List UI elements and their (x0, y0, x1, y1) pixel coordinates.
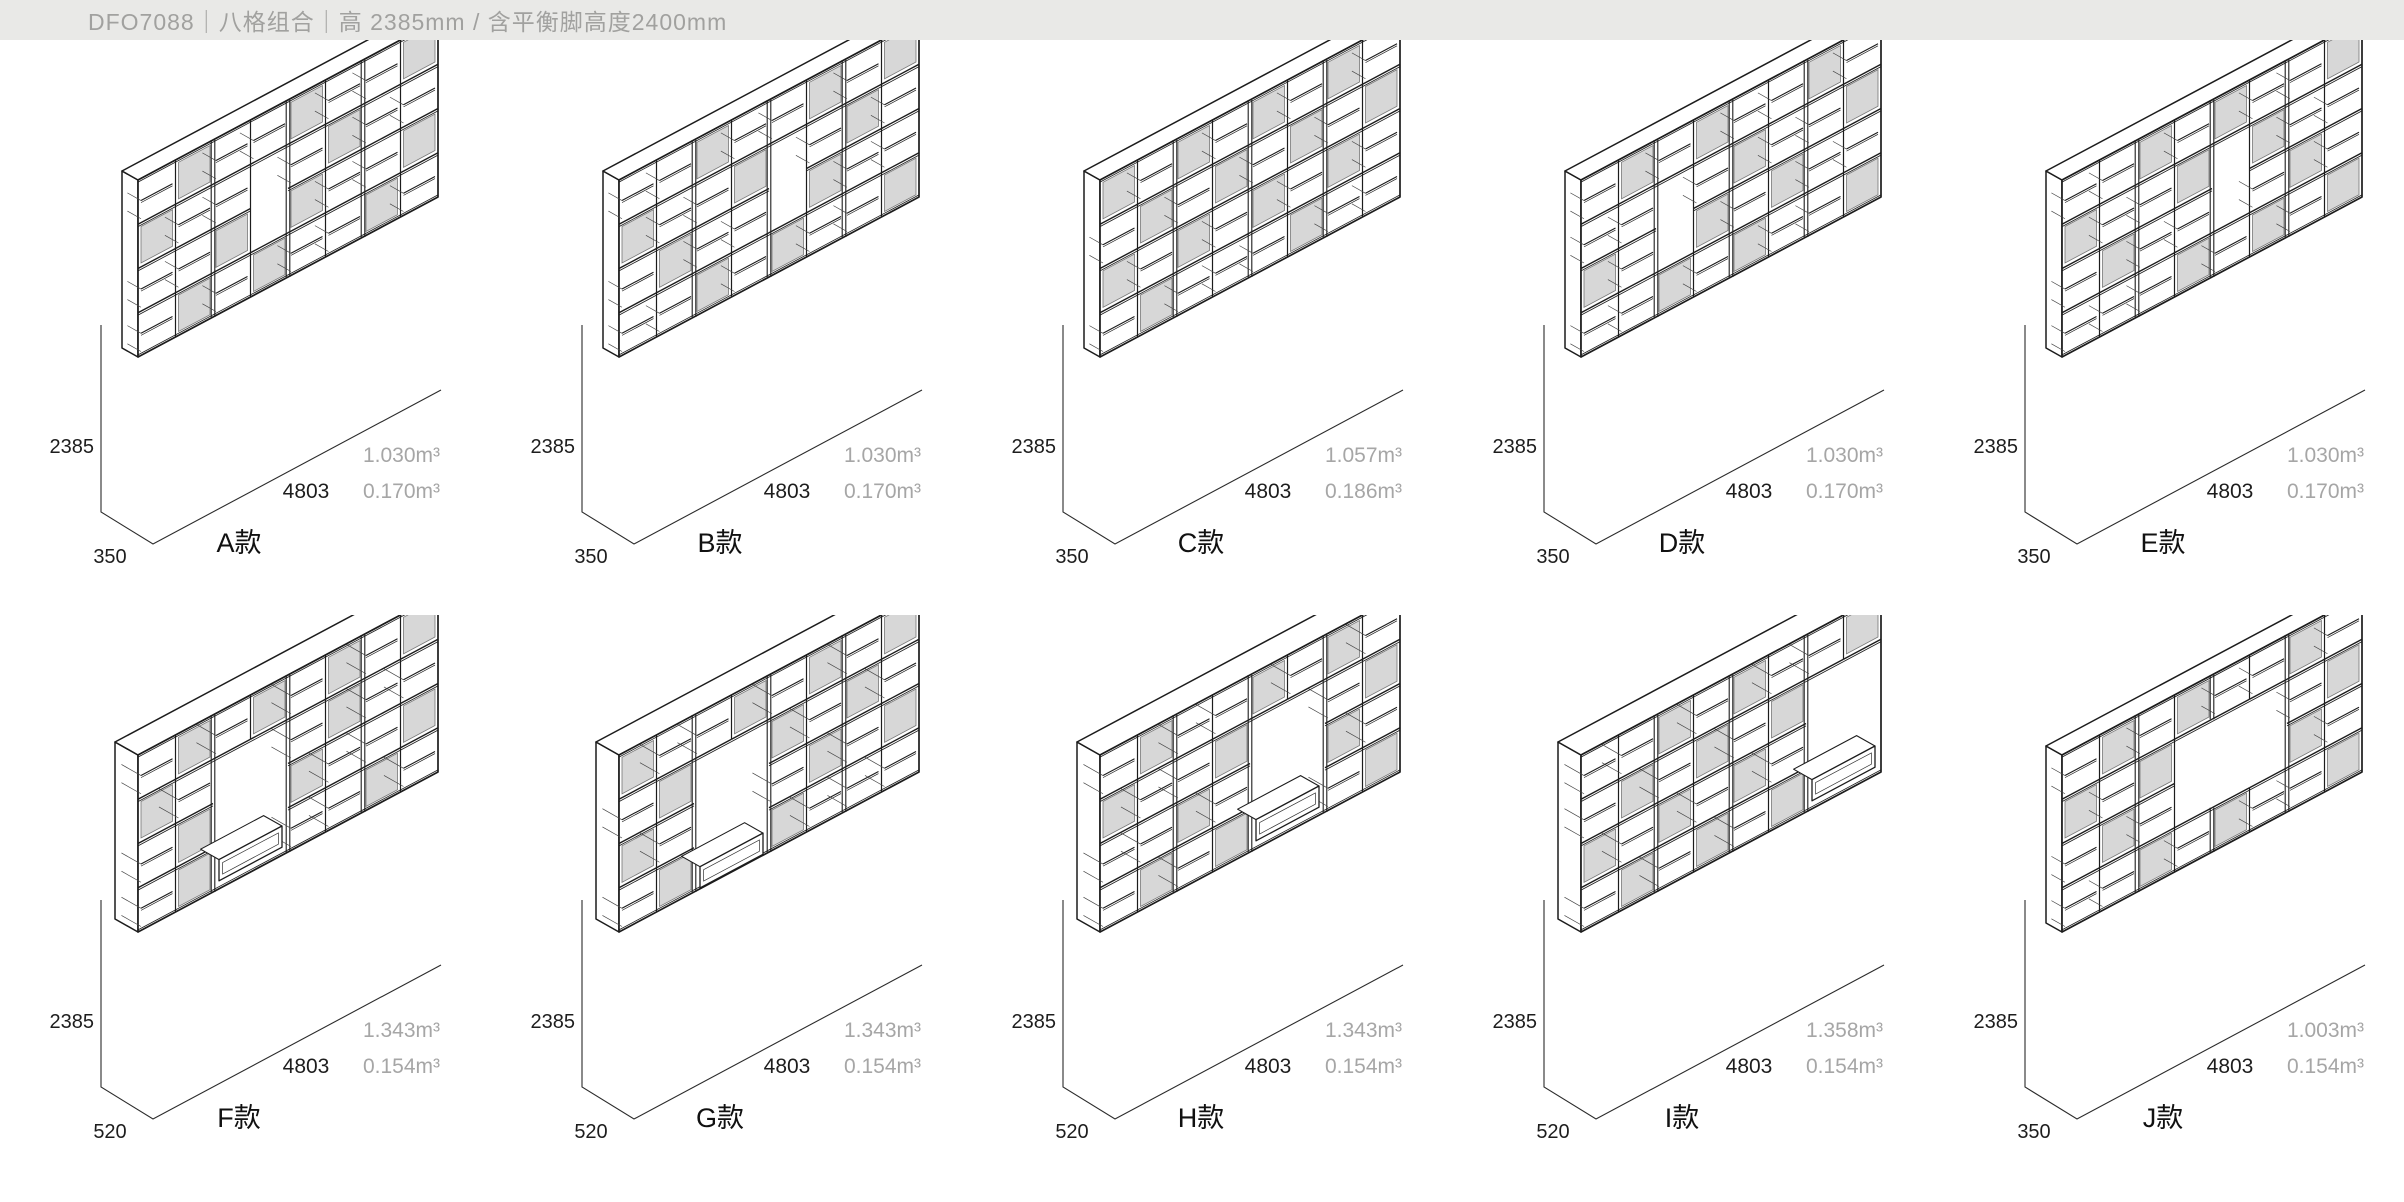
height-dimension-label: 2385 (530, 436, 576, 458)
isometric-cabinet-drawing (2024, 615, 2366, 1120)
width-dimension-label: 4803 (763, 480, 811, 503)
unit-block-I: 2385 520 4803 1.358m³ 0.154m³ I款 (1443, 615, 1924, 1200)
width-dimension-label: 4803 (2206, 480, 2254, 503)
height-dimension-label: 2385 (1011, 1011, 1057, 1033)
open-volume-label: 0.154m³ (1324, 1055, 1402, 1078)
isometric-cabinet-drawing (100, 615, 442, 1120)
unit-block-H: 2385 520 4803 1.343m³ 0.154m³ H款 (962, 615, 1443, 1200)
closed-volume-label: 1.030m³ (843, 444, 921, 467)
isometric-cabinet-drawing (1062, 40, 1404, 545)
height-dimension-label: 2385 (1011, 436, 1057, 458)
open-volume-label: 0.154m³ (362, 1055, 440, 1078)
variant-name-label: B款 (697, 528, 743, 558)
closed-volume-label: 1.343m³ (1324, 1019, 1402, 1042)
open-volume-label: 0.154m³ (1805, 1055, 1883, 1078)
closed-volume-label: 1.030m³ (362, 444, 440, 467)
depth-dimension-label: 350 (1055, 546, 1089, 568)
page-title: DFO7088｜八格组合｜高 2385mm / 含平衡脚高度2400mm (88, 9, 728, 35)
variant-name-label: G款 (695, 1103, 744, 1133)
open-volume-label: 0.170m³ (843, 480, 921, 503)
depth-dimension-label: 350 (574, 546, 608, 568)
closed-volume-label: 1.030m³ (2286, 444, 2364, 467)
height-dimension-label: 2385 (1973, 1011, 2019, 1033)
open-volume-label: 0.170m³ (2286, 480, 2364, 503)
closed-volume-label: 1.343m³ (843, 1019, 921, 1042)
open-volume-label: 0.154m³ (843, 1055, 921, 1078)
variant-name-label: J款 (2142, 1103, 2184, 1133)
closed-volume-label: 1.343m³ (362, 1019, 440, 1042)
height-dimension-label: 2385 (1973, 436, 2019, 458)
variant-name-label: D款 (1658, 528, 1706, 558)
depth-dimension-label: 520 (1055, 1121, 1089, 1143)
isometric-cabinet-drawing (581, 40, 923, 545)
closed-volume-label: 1.358m³ (1805, 1019, 1883, 1042)
isometric-cabinet-drawing (1543, 40, 1885, 545)
width-dimension-label: 4803 (1244, 1055, 1292, 1078)
open-volume-label: 0.186m³ (1324, 480, 1402, 503)
variant-name-label: A款 (216, 528, 262, 558)
height-dimension-label: 2385 (1492, 436, 1538, 458)
height-dimension-label: 2385 (49, 436, 95, 458)
height-dimension-label: 2385 (530, 1011, 576, 1033)
depth-dimension-label: 350 (93, 546, 127, 568)
closed-volume-label: 1.003m³ (2286, 1019, 2364, 1042)
height-dimension-label: 2385 (1492, 1011, 1538, 1033)
height-dimension-label: 2385 (49, 1011, 95, 1033)
depth-dimension-label: 350 (1536, 546, 1570, 568)
depth-dimension-label: 520 (1536, 1121, 1570, 1143)
isometric-cabinet-drawing (2024, 40, 2366, 545)
depth-dimension-label: 350 (2017, 546, 2051, 568)
variant-name-label: C款 (1177, 528, 1225, 558)
depth-dimension-label: 520 (574, 1121, 608, 1143)
variant-name-label: H款 (1177, 1103, 1225, 1133)
unit-block-J: 2385 350 4803 1.003m³ 0.154m³ J款 (1924, 615, 2404, 1200)
isometric-cabinet-drawing (1543, 615, 1885, 1120)
width-dimension-label: 4803 (282, 480, 330, 503)
variant-name-label: I款 (1664, 1103, 1700, 1133)
unit-block-G: 2385 520 4803 1.343m³ 0.154m³ G款 (481, 615, 962, 1200)
width-dimension-label: 4803 (282, 1055, 330, 1078)
header-bar: DFO7088｜八格组合｜高 2385mm / 含平衡脚高度2400mm (0, 0, 2404, 40)
unit-block-B: 2385 350 4803 1.030m³ 0.170m³ B款 (481, 40, 962, 625)
open-volume-label: 0.170m³ (1805, 480, 1883, 503)
closed-volume-label: 1.030m³ (1805, 444, 1883, 467)
open-volume-label: 0.170m³ (362, 480, 440, 503)
unit-block-A: 2385 350 4803 1.030m³ 0.170m³ A款 (0, 40, 481, 625)
width-dimension-label: 4803 (1725, 480, 1773, 503)
depth-dimension-label: 520 (93, 1121, 127, 1143)
open-volume-label: 0.154m³ (2286, 1055, 2364, 1078)
unit-block-E: 2385 350 4803 1.030m³ 0.170m³ E款 (1924, 40, 2404, 625)
isometric-cabinet-drawing (1062, 615, 1404, 1120)
closed-volume-label: 1.057m³ (1324, 444, 1402, 467)
width-dimension-label: 4803 (1244, 480, 1292, 503)
variant-name-label: F款 (217, 1103, 261, 1133)
width-dimension-label: 4803 (2206, 1055, 2254, 1078)
depth-dimension-label: 350 (2017, 1121, 2051, 1143)
isometric-cabinet-drawing (100, 40, 442, 545)
width-dimension-label: 4803 (1725, 1055, 1773, 1078)
unit-block-C: 2385 350 4803 1.057m³ 0.186m³ C款 (962, 40, 1443, 625)
unit-block-D: 2385 350 4803 1.030m³ 0.170m³ D款 (1443, 40, 1924, 625)
variant-name-label: E款 (2140, 528, 2186, 558)
isometric-cabinet-drawing (581, 615, 923, 1120)
width-dimension-label: 4803 (763, 1055, 811, 1078)
unit-block-F: 2385 520 4803 1.343m³ 0.154m³ F款 (0, 615, 481, 1200)
